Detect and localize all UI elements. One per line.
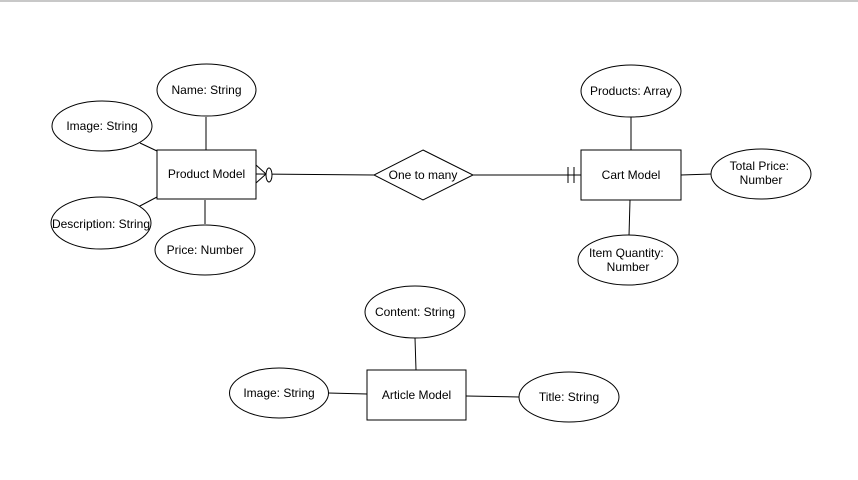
cart-model-entity[interactable]: Cart Model: [580, 149, 682, 201]
edge-article-title: [465, 395, 520, 398]
cart-item-quantity-label: Item Quantity: Number: [589, 246, 667, 274]
article-image-attribute[interactable]: Image: String: [229, 367, 329, 419]
product-model-entity[interactable]: Product Model: [156, 149, 257, 200]
product-price-attribute[interactable]: Price: Number: [154, 224, 256, 276]
cart-item-quantity-line-2: Number: [607, 260, 650, 274]
edge-cart-item-quantity: [628, 199, 631, 237]
one-to-many-relationship[interactable]: One to many: [372, 149, 475, 201]
article-model-label: Article Model: [382, 388, 451, 402]
product-name-attribute[interactable]: Name: String: [156, 63, 257, 117]
top-border: [0, 0, 858, 2]
article-model-entity[interactable]: Article Model: [366, 369, 467, 421]
product-model-label: Product Model: [168, 167, 245, 181]
product-name-label: Name: String: [171, 83, 241, 97]
article-title-attribute[interactable]: Title: String: [518, 371, 620, 423]
cardinality-one-and-only-one: [567, 167, 575, 183]
cart-total-price-line-1: Total Price:: [730, 159, 789, 173]
crowfoot-upper: [255, 164, 267, 175]
edge-cart-total-price: [680, 173, 713, 176]
edge-article-content: [414, 337, 417, 371]
article-image-label: Image: String: [243, 386, 314, 400]
article-title-label: Title: String: [539, 390, 599, 404]
cart-products-attribute[interactable]: Products: Array: [580, 64, 682, 118]
cart-total-price-line-2: Number: [740, 173, 783, 187]
product-image-label: Image: String: [66, 119, 137, 133]
cart-total-price-attribute[interactable]: Total Price: Number: [710, 148, 812, 200]
edge-article-image: [327, 392, 368, 395]
product-price-label: Price: Number: [167, 243, 244, 257]
product-description-label: Description: String: [52, 217, 150, 231]
cart-total-price-label: Total Price: Number: [730, 159, 793, 187]
edge-product-description: [137, 196, 158, 208]
relationship-label: One to many: [389, 168, 458, 182]
cart-item-quantity-line-1: Item Quantity:: [589, 246, 664, 260]
article-content-label: Content: String: [375, 305, 455, 319]
edge-product-relationship: [255, 173, 375, 176]
cart-item-quantity-attribute[interactable]: Item Quantity: Number: [577, 234, 679, 286]
edge-product-image: [139, 142, 158, 152]
product-image-attribute[interactable]: Image: String: [51, 100, 153, 152]
cardinality-zero-or-many: [255, 164, 273, 184]
crowfoot-lower: [255, 173, 267, 184]
zero-circle: [265, 167, 273, 183]
edges: [137, 117, 713, 398]
cart-model-label: Cart Model: [602, 168, 661, 182]
product-description-attribute[interactable]: Description: String: [50, 196, 152, 250]
cart-products-label: Products: Array: [590, 84, 672, 98]
article-content-attribute[interactable]: Content: String: [364, 285, 466, 339]
